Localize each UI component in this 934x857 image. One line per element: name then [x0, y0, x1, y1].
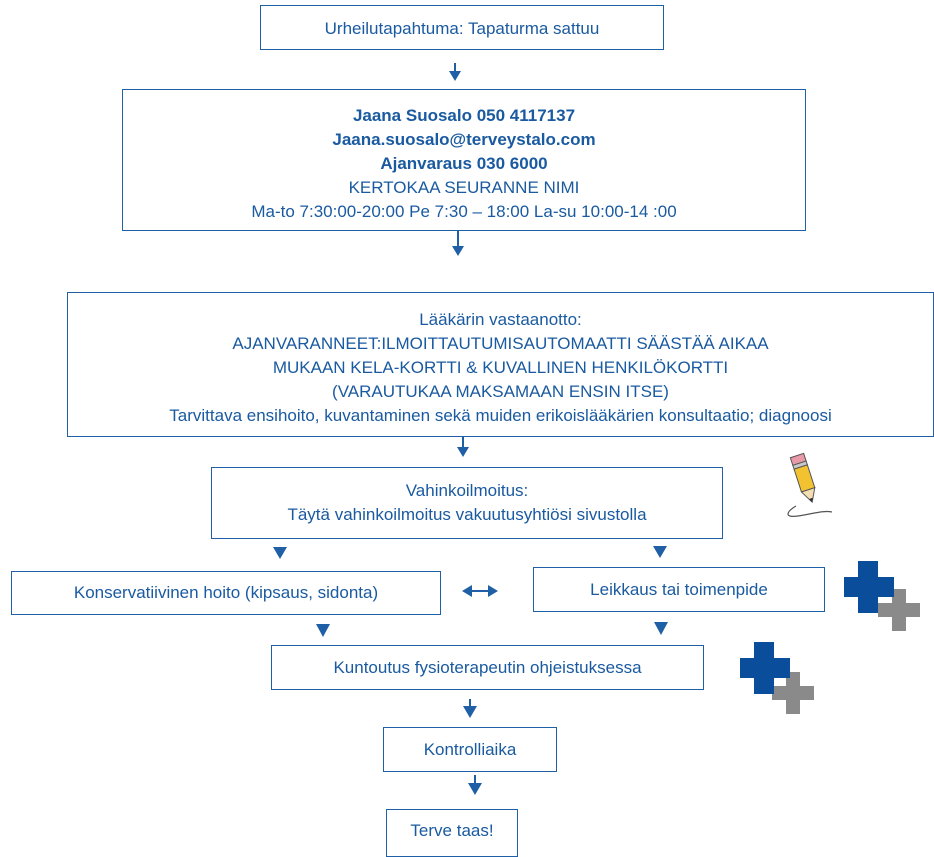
arrow-doctor-to-claim — [457, 437, 469, 457]
doctor-line-1: AJANVARANNEET:ILMOITTAUTUMISAUTOMAATTI S… — [232, 334, 769, 353]
arrow-surgery-to-rehab — [654, 622, 668, 635]
surgery-text: Leikkaus tai toimenpide — [590, 580, 768, 599]
doctor-box: Lääkärin vastaanotto: AJANVARANNEET:ILMO… — [67, 292, 934, 437]
contact-instruction: KERTOKAA SEURANNE NIMI — [348, 178, 580, 197]
arrow-double-horizontal — [462, 585, 498, 597]
claim-box: Vahinkoilmoitus: Täytä vahinkoilmoitus v… — [211, 467, 723, 539]
medical-cross-icon-2 — [740, 642, 814, 714]
rehab-box: Kuntoutus fysioterapeutin ohjeistuksessa — [271, 645, 704, 690]
surgery-box: Leikkaus tai toimenpide — [533, 567, 825, 612]
arrow-control-to-end — [468, 775, 482, 795]
control-box: Kontrolliaika — [383, 727, 557, 772]
medical-cross-icon — [844, 561, 920, 631]
arrow-claim-to-conservative — [273, 547, 287, 559]
contact-name-phone: Jaana Suosalo 050 4117137 — [352, 106, 576, 125]
arrow-claim-to-surgery — [653, 546, 667, 558]
end-text: Terve taas! — [410, 821, 494, 840]
claim-title: Vahinkoilmoitus: — [405, 481, 529, 500]
contact-booking: Ajanvaraus 030 6000 — [380, 154, 548, 173]
rehab-text: Kuntoutus fysioterapeutin ohjeistuksessa — [333, 658, 642, 677]
claim-text: Täytä vahinkoilmoitus vakuutusyhtiösi si… — [287, 505, 647, 524]
contact-hours: Ma-to 7:30:00-20:00 Pe 7:30 – 18:00 La-s… — [251, 202, 677, 221]
doctor-line-2: MUKAAN KELA-KORTTI & KUVALLINEN HENKILÖK… — [272, 358, 729, 377]
contact-email: Jaana.suosalo@terveystalo.com — [332, 130, 596, 149]
arrow-rehab-to-control — [463, 699, 477, 718]
control-text: Kontrolliaika — [423, 740, 517, 759]
contact-box: Jaana Suosalo 050 4117137 Jaana.suosalo@… — [122, 89, 806, 231]
arrow-start-to-contact — [449, 63, 461, 81]
doctor-title: Lääkärin vastaanotto: — [419, 310, 582, 329]
end-box: Terve taas! — [386, 809, 518, 857]
doctor-line-4: Tarvittava ensihoito, kuvantaminen sekä … — [169, 406, 832, 425]
conservative-box: Konservatiivinen hoito (kipsaus, sidonta… — [11, 571, 441, 615]
pencil-icon — [787, 452, 833, 517]
arrow-conservative-to-rehab — [316, 624, 330, 637]
start-text: Urheilutapahtuma: Tapaturma sattuu — [324, 19, 600, 38]
conservative-text: Konservatiivinen hoito (kipsaus, sidonta… — [73, 583, 379, 602]
doctor-line-3: (VARAUTUKAA MAKSAMAAN ENSIN ITSE) — [332, 382, 669, 401]
arrow-contact-to-doctor — [452, 231, 464, 256]
start-box: Urheilutapahtuma: Tapaturma sattuu — [260, 5, 664, 50]
